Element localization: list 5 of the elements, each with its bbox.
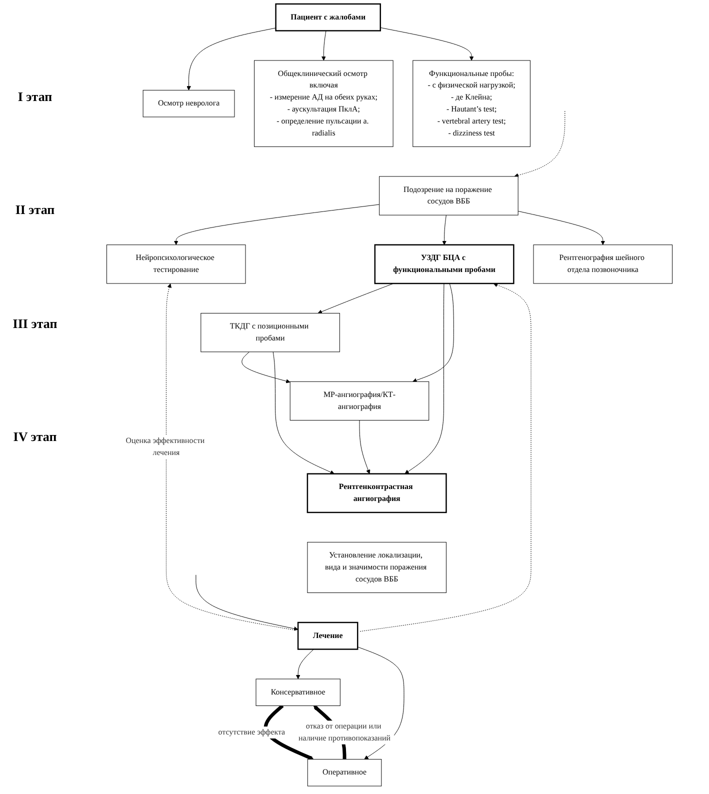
arrow <box>264 704 314 760</box>
stage-label: III этап <box>12 316 58 332</box>
stage-label: IV этап <box>12 429 58 446</box>
stage-label: I этап <box>16 88 54 105</box>
stage-label: II этап <box>14 202 56 218</box>
